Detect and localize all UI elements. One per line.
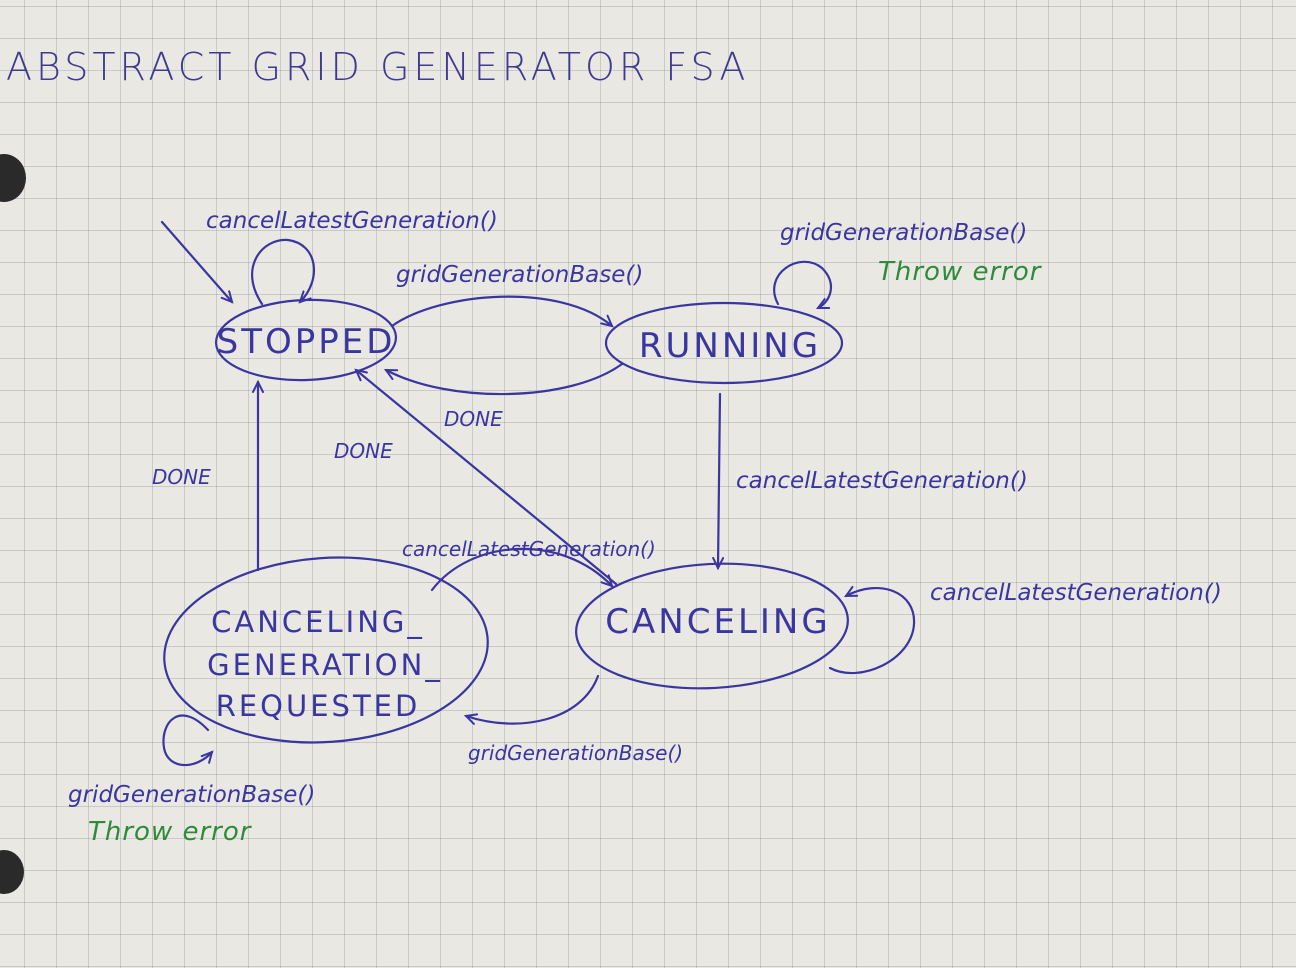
running-self-loop <box>773 260 833 310</box>
cgr-to-canceling-label: cancelLatestGeneration() <box>402 537 656 561</box>
stopped-to-running-label: gridGenerationBase() <box>396 262 643 288</box>
state-cgr-label-line1: CANCELING_ <box>211 605 425 639</box>
stopped-self-loop <box>251 238 316 306</box>
state-running-label: RUNNING <box>639 326 821 366</box>
state-running-ellipse <box>604 301 844 385</box>
binder-hole-top <box>0 154 26 202</box>
canceling-to-cgr-arrow <box>463 674 600 725</box>
canceling-to-stopped-arrow <box>354 368 618 586</box>
state-cgr-label-line2: GENERATION_ <box>207 648 443 682</box>
canceling-self-loop <box>828 585 916 675</box>
state-canceling-label: CANCELING <box>605 602 830 642</box>
cgr-self-label: gridGenerationBase() <box>68 782 315 808</box>
state-canceling: CANCELING <box>575 562 849 690</box>
state-cgr-ellipse <box>163 556 489 744</box>
cgr-self-note: Throw error <box>88 817 253 847</box>
stopped-to-running-arrow <box>390 295 614 328</box>
state-cgr-label-line3: REQUESTED <box>216 689 421 723</box>
running-to-canceling-arrow <box>712 392 725 571</box>
running-to-canceling-label: cancelLatestGeneration() <box>736 468 1028 494</box>
cgr-to-canceling-arrow <box>430 547 614 592</box>
page-title: ABSTRACT GRID GENERATOR FSA <box>6 45 749 89</box>
cgr-self-loop <box>162 714 214 767</box>
state-stopped-label: STOPPED <box>217 322 396 362</box>
canceling-self-label: cancelLatestGeneration() <box>930 580 1222 606</box>
running-to-stopped-label: DONE <box>444 407 503 431</box>
running-to-stopped-arrow <box>384 362 624 396</box>
stopped-self-label: cancelLatestGeneration() <box>206 208 498 234</box>
state-running: RUNNING <box>604 301 844 385</box>
state-canceling-ellipse <box>575 562 849 690</box>
state-stopped: STOPPED <box>214 298 398 382</box>
running-self-label: gridGenerationBase() <box>780 220 1027 246</box>
canceling-to-stopped-label: DONE <box>334 439 393 463</box>
canceling-to-cgr-label: gridGenerationBase() <box>468 741 683 765</box>
state-canceling-generation-requested: CANCELING_ GENERATION_ REQUESTED <box>163 556 489 744</box>
binder-hole-bottom <box>0 850 24 894</box>
cgr-to-stopped-label: DONE <box>152 465 211 489</box>
running-self-note: Throw error <box>878 257 1043 287</box>
initial-arrow <box>160 220 234 304</box>
